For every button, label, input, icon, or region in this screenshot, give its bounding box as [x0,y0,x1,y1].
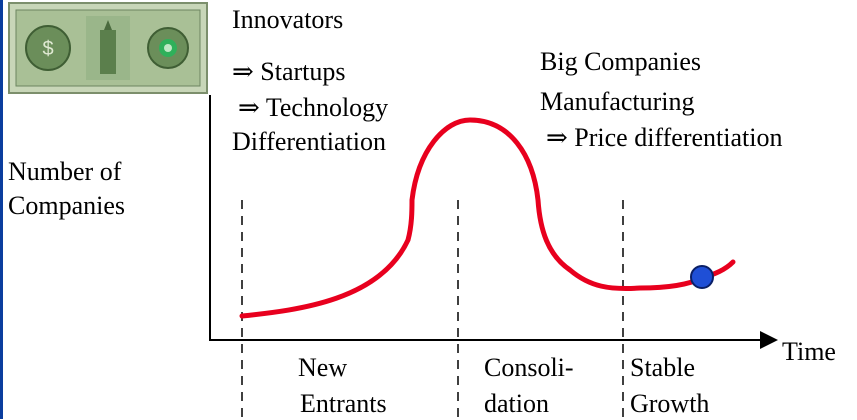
phase2-label-line1: Consoli- [484,353,574,382]
label-technology: ⇒ Technology [238,93,389,122]
industry-curve [239,117,736,319]
phase3-label-line1: Stable [630,353,695,382]
dollar-bill-image: $ [8,2,208,94]
label-price-differentiation: ⇒ Price differentiation [546,123,783,152]
label-differentiation: Differentiation [232,127,387,156]
phase1-label-line2: Entrants [300,389,387,418]
y-axis-label-line1: Number of [8,157,122,186]
x-axis-label: Time [782,337,836,366]
current-position-marker [690,265,714,289]
phase1-label-line1: New [298,353,348,382]
label-manufacturing: Manufacturing [540,87,695,116]
y-axis-label-line2: Companies [8,191,125,220]
label-big-companies: Big Companies [540,47,702,76]
phase3-label-line2: Growth [630,389,710,418]
label-startups: ⇒ Startups [232,57,346,86]
phase2-label-line2: dation [484,389,549,418]
slide-frame-line [0,0,3,419]
svg-text:$: $ [42,38,53,60]
label-innovators: Innovators [232,5,344,34]
x-axis-arrowhead [760,331,778,349]
